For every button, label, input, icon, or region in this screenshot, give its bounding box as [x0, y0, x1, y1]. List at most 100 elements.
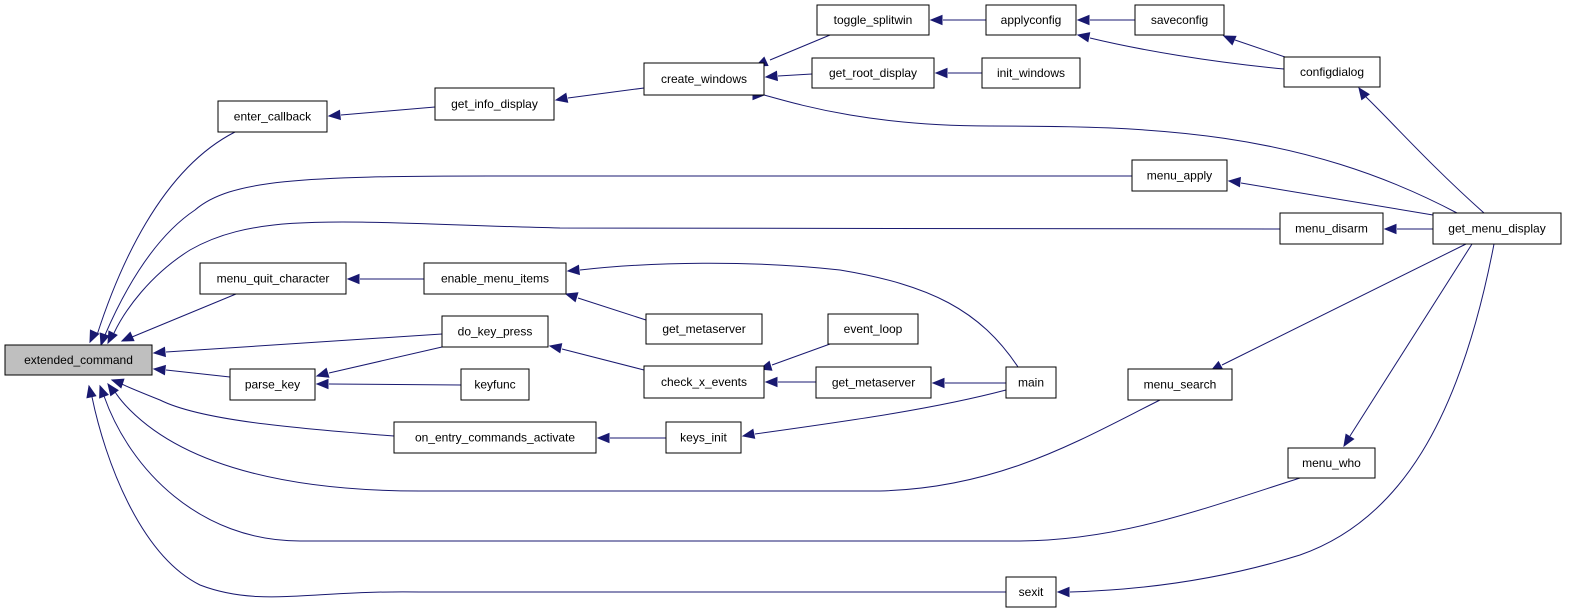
edge-arrowhead: [99, 384, 109, 399]
node-parse_key[interactable]: parse_key: [229, 368, 316, 401]
edge-line: [91, 396, 1006, 598]
edge-line: [579, 262, 1019, 368]
node-label: get_metaserver: [662, 322, 745, 336]
node-menu_quit_character[interactable]: menu_quit_character: [199, 262, 347, 295]
node-configdialog[interactable]: configdialog: [1283, 56, 1381, 88]
edge-line: [567, 87, 645, 99]
node-box[interactable]: [423, 262, 567, 295]
node-label: saveconfig: [1151, 13, 1208, 27]
edge-line: [96, 131, 236, 336]
edge-arrowhead: [120, 331, 135, 342]
edge-keys_init-to-on_entry_commands_activate: [596, 432, 666, 444]
node-box[interactable]: [827, 313, 919, 345]
node-box[interactable]: [199, 262, 347, 295]
node-box[interactable]: [393, 421, 597, 454]
node-label: on_entry_commands_activate: [415, 431, 575, 445]
node-box[interactable]: [217, 100, 328, 133]
node-box[interactable]: [1432, 212, 1562, 245]
edge-arrowhead: [315, 378, 329, 390]
edge-arrowhead: [1222, 35, 1237, 46]
edge-arrowhead: [110, 378, 125, 389]
node-get_root_display[interactable]: get_root_display: [811, 57, 935, 89]
edge-create_windows-to-get_info_display: [554, 87, 645, 103]
edge-line: [104, 175, 1132, 336]
node-box[interactable]: [1005, 366, 1057, 399]
edge-arrowhead: [566, 264, 580, 276]
node-box[interactable]: [981, 57, 1081, 89]
node-applyconfig[interactable]: applyconfig: [985, 4, 1077, 36]
node-box[interactable]: [1127, 368, 1233, 401]
node-enable_menu_items[interactable]: enable_menu_items: [423, 262, 567, 295]
edge-line: [1234, 39, 1286, 58]
node-box[interactable]: [1287, 447, 1376, 479]
node-get_info_display[interactable]: get_info_display: [434, 87, 555, 121]
node-extended_command[interactable]: extended_command: [4, 344, 153, 376]
node-box[interactable]: [1131, 159, 1228, 192]
node-saveconfig[interactable]: saveconfig: [1134, 4, 1225, 36]
node-box[interactable]: [816, 4, 930, 36]
node-label: main: [1018, 376, 1044, 390]
edge-line: [103, 395, 1301, 542]
edge-arrowhead: [934, 67, 948, 79]
node-init_windows[interactable]: init_windows: [981, 57, 1081, 89]
edge-line: [328, 346, 443, 374]
node-menu_apply[interactable]: menu_apply: [1131, 159, 1228, 192]
node-get_metaserver_mid[interactable]: get_metaserver: [815, 366, 932, 399]
edge-line: [754, 389, 1007, 435]
edge-configdialog-to-applyconfig: [1076, 32, 1285, 70]
edge-applyconfig-to-toggle_splitwin: [929, 14, 986, 26]
node-box[interactable]: [1134, 4, 1225, 36]
node-box[interactable]: [460, 368, 530, 401]
node-event_loop[interactable]: event_loop: [827, 313, 919, 345]
edge-main-to-keys_init: [741, 389, 1007, 439]
node-toggle_splitwin[interactable]: toggle_splitwin: [816, 4, 930, 36]
node-label: create_windows: [661, 72, 747, 86]
node-main[interactable]: main: [1005, 366, 1057, 399]
edge-get_info_display-to-enter_callback: [327, 106, 436, 121]
node-label: check_x_events: [661, 375, 747, 389]
edge-main-to-get_metaserver_mid: [931, 377, 1006, 389]
edge-menu_apply-to-extended_command: [99, 175, 1132, 347]
edge-keyfunc-to-parse_key: [315, 378, 462, 390]
node-keys_init[interactable]: keys_init: [665, 421, 742, 454]
node-label: event_loop: [844, 322, 903, 336]
edge-line: [1240, 182, 1434, 216]
node-box[interactable]: [643, 365, 765, 399]
node-box[interactable]: [985, 4, 1077, 36]
edge-arrowhead: [929, 14, 943, 26]
edge-line: [561, 348, 645, 371]
edge-line: [1349, 243, 1473, 437]
node-label: toggle_splitwin: [834, 13, 913, 27]
node-keyfunc[interactable]: keyfunc: [460, 368, 530, 401]
node-label: menu_search: [1144, 378, 1217, 392]
node-label: get_info_display: [451, 97, 538, 111]
node-on_entry_commands_activate[interactable]: on_entry_commands_activate: [393, 421, 597, 454]
node-sexit[interactable]: sexit: [1005, 576, 1057, 608]
node-menu_search[interactable]: menu_search: [1127, 368, 1233, 401]
node-label: enter_callback: [234, 110, 312, 124]
node-box[interactable]: [815, 366, 932, 399]
node-do_key_press[interactable]: do_key_press: [441, 315, 549, 348]
node-box[interactable]: [645, 313, 763, 345]
node-box[interactable]: [1283, 56, 1381, 88]
node-box[interactable]: [811, 57, 935, 89]
node-check_x_events[interactable]: check_x_events: [643, 365, 765, 399]
node-enter_callback[interactable]: enter_callback: [217, 100, 328, 133]
node-box[interactable]: [665, 421, 742, 454]
node-menu_who[interactable]: menu_who: [1287, 447, 1376, 479]
node-box[interactable]: [1005, 576, 1057, 608]
edge-line: [131, 293, 237, 338]
edge-arrowhead: [554, 92, 569, 103]
node-create_windows[interactable]: create_windows: [643, 62, 765, 96]
node-menu_disarm[interactable]: menu_disarm: [1279, 212, 1384, 245]
node-get_menu_display[interactable]: get_menu_display: [1432, 212, 1562, 245]
node-box[interactable]: [643, 62, 765, 96]
node-box[interactable]: [229, 368, 316, 401]
node-label: menu_quit_character: [217, 272, 330, 286]
node-label: menu_apply: [1147, 169, 1212, 183]
node-get_metaserver_top[interactable]: get_metaserver: [645, 313, 763, 345]
node-box[interactable]: [441, 315, 549, 348]
node-box[interactable]: [1279, 212, 1384, 245]
node-box[interactable]: [4, 344, 153, 376]
node-box[interactable]: [434, 87, 555, 121]
